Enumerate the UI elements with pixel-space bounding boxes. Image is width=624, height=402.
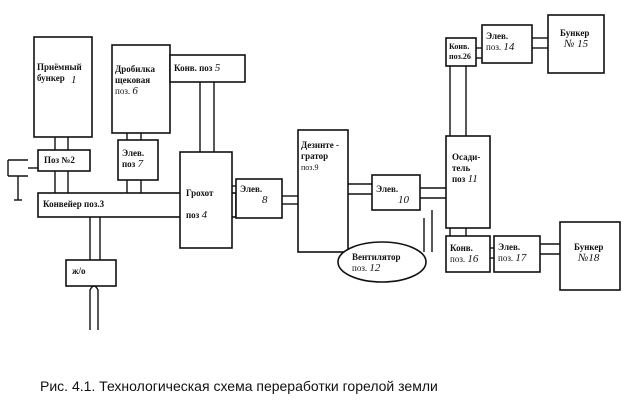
label-konv5: Конв. поз 5 <box>174 62 221 74</box>
box-grokhot <box>179 151 233 249</box>
box-zhd <box>65 259 117 287</box>
label-bunker15: Бункер № 15 <box>560 28 590 50</box>
box-osaditel <box>445 135 491 229</box>
label-zhd: ж/о <box>72 266 86 276</box>
box-drobilka <box>111 44 171 134</box>
box-dezintegrator <box>297 129 349 253</box>
box-elev7 <box>117 139 159 181</box>
label-elev7: Элев. поз 7 <box>122 148 145 170</box>
box-elev8 <box>235 178 283 219</box>
box-bunker15 <box>547 14 605 74</box>
box-elev10 <box>371 174 421 211</box>
label-poz2: Поз №2 <box>44 155 75 165</box>
box-bunker18 <box>559 221 621 291</box>
label-osaditel: Осади- тель поз 11 <box>452 152 481 185</box>
box-poz2 <box>37 149 91 172</box>
label-elev17: Элев. поз. 17 <box>498 242 527 264</box>
label-dezintegrator: Дезинте - гратор поз.9 <box>301 140 339 172</box>
label-konv26: Конв. поз.26 <box>449 42 471 61</box>
box-konv5 <box>169 54 246 83</box>
box-elev14 <box>481 24 533 64</box>
label-elev8: Элев. 8 <box>240 184 268 206</box>
figure-caption: Рис. 4.1. Технологическая схема перерабо… <box>40 378 438 394</box>
label-konv16: Конв. поз. 16 <box>450 243 479 265</box>
box-elev17 <box>493 235 541 273</box>
label-elev14: Элев. поз. 14 <box>486 31 515 53</box>
box-priemny-bunker <box>33 36 93 138</box>
box-konv26 <box>445 37 477 67</box>
label-grokhot: Грохот поз 4 <box>186 188 214 221</box>
label-priemny-bunker: Приёмный бункер 1 <box>37 62 82 86</box>
label-ventilator: Вентилятор поз. 12 <box>352 252 401 274</box>
ellipse-ventilator <box>337 241 427 283</box>
label-drobilka: Дробилка щековая поз. 6 <box>115 64 155 97</box>
label-bunker18: Бункер №18 <box>574 242 604 264</box>
box-konv16 <box>445 235 491 273</box>
label-elev10: Элев. 10 <box>376 184 409 206</box>
label-konveier3: Конвейер поз.3 <box>43 199 105 209</box>
